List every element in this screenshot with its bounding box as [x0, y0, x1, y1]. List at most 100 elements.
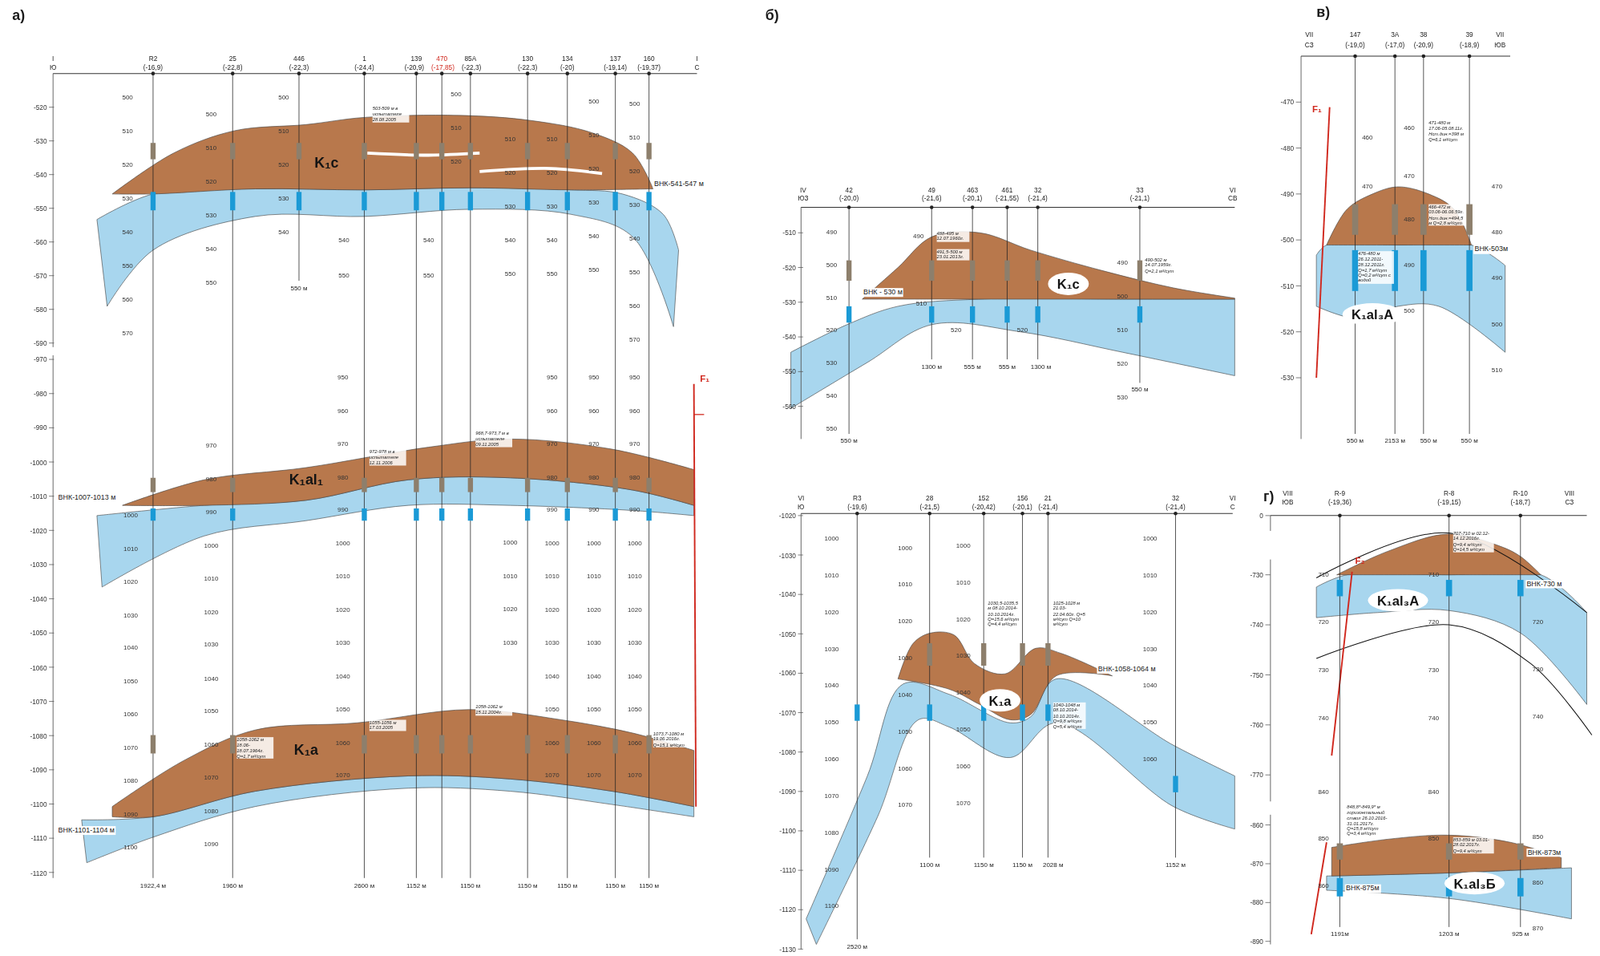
well-head — [1138, 205, 1143, 210]
depth-number: 740 — [1317, 715, 1329, 723]
depth-number: 520 — [588, 165, 599, 174]
depth-number: 860 — [1317, 882, 1329, 890]
test-interval — [969, 260, 975, 281]
depth-number: 1050 — [824, 719, 840, 727]
depth-number: 740 — [1532, 712, 1544, 720]
profile-line — [1301, 56, 1511, 57]
test-interval — [413, 477, 419, 493]
well-header: 85А — [464, 54, 477, 62]
test-interval — [525, 477, 530, 493]
well-header: 28 — [925, 494, 934, 502]
well-head — [970, 205, 975, 210]
well-trace — [931, 206, 933, 360]
test-interval — [612, 191, 618, 211]
depth-number: 1030 — [204, 641, 219, 649]
depth-number: 1020 — [545, 606, 560, 614]
depth-number: 1030 — [123, 611, 138, 619]
depth-number: 1000 — [503, 539, 518, 547]
depth-number: 530 — [121, 195, 133, 203]
depth-axis — [1269, 559, 1271, 802]
well-header: 461 — [1002, 185, 1014, 194]
depth-number: 510 — [826, 294, 837, 302]
depth-number: 480 — [1403, 215, 1415, 223]
test-interval — [969, 306, 975, 323]
axis-label: -1050 — [29, 629, 47, 637]
depth-number: 1040 — [586, 672, 602, 680]
axis-tick — [797, 633, 803, 635]
depth-number: 1030 — [824, 645, 840, 653]
well-header: (-21,4) — [1027, 193, 1047, 202]
test-interval — [1446, 842, 1453, 859]
depth-number: 530 — [826, 359, 837, 368]
well-depth: 1150 м — [638, 882, 659, 890]
well-header: (-22,3) — [289, 63, 309, 71]
formation-label: K₁al₁ — [289, 472, 324, 489]
well-head — [1422, 54, 1427, 59]
depth-number: 530 — [278, 195, 289, 203]
axis-tick — [1296, 239, 1302, 241]
depth-number: 560 — [629, 302, 640, 310]
depth-number: 550 — [338, 271, 349, 279]
well-head — [414, 71, 419, 76]
test-interval — [1517, 579, 1524, 596]
test-note: 466-472 м 03.06-06.06.59г. Нст.дин.=494,… — [1428, 204, 1465, 227]
well-trace — [1339, 515, 1341, 927]
axis-tick — [1265, 774, 1271, 776]
depth-number: 1050 — [123, 677, 138, 685]
axis-label: -1040 — [29, 594, 47, 603]
depth-number: 850 — [1428, 835, 1439, 843]
depth-number: 710 — [1317, 570, 1329, 578]
well-depth: 550 м — [1346, 437, 1364, 445]
test-interval — [361, 142, 367, 159]
test-interval — [1337, 877, 1344, 897]
formation-label: K₁c — [314, 155, 339, 172]
depth-number: 1060 — [1143, 755, 1158, 764]
formation-label: K₁a — [294, 742, 319, 759]
test-interval — [1352, 204, 1359, 235]
axis-tick — [1265, 862, 1271, 864]
depth-number: 1070 — [204, 774, 219, 782]
depth-number: 550 — [505, 270, 516, 279]
layer-boundary — [1316, 624, 1592, 736]
test-note: 1073,7-1080 м 19.06.2016г. Q=15,1 м³/сут — [653, 730, 691, 747]
axis-tick — [1296, 147, 1302, 149]
well-header: (-20) — [560, 63, 574, 71]
well-header: 147 — [1349, 31, 1362, 39]
well-header: IV — [800, 185, 807, 194]
axis-label: -750 — [1249, 670, 1264, 679]
axis-tick — [797, 371, 803, 372]
depth-number: 870 — [1532, 925, 1544, 933]
depth-number: 510 — [1491, 367, 1503, 375]
axis-tick — [1265, 573, 1271, 575]
axis-tick — [48, 392, 54, 394]
well-header: (-19,6) — [847, 502, 867, 510]
depth-number: 970 — [206, 442, 217, 450]
depth-number: 1010 — [123, 545, 138, 553]
test-interval — [1446, 579, 1453, 596]
well-head — [151, 71, 156, 76]
test-interval — [981, 642, 986, 666]
depth-number: 1020 — [586, 606, 602, 614]
well-depth: 550 м — [1461, 437, 1479, 445]
depth-number: 1020 — [1143, 608, 1158, 616]
axis-label: -570 — [33, 271, 48, 279]
depth-number: 1050 — [897, 727, 913, 736]
test-interval — [413, 191, 419, 211]
oil-layer — [1326, 186, 1472, 246]
depth-number: 1040 — [956, 689, 971, 697]
fault-line — [1331, 571, 1352, 756]
well-depth: 2520 м — [847, 943, 869, 951]
depth-axis — [1269, 515, 1271, 531]
depth-number: 510 — [121, 128, 133, 136]
depth-number: 540 — [206, 245, 217, 253]
axis-tick — [797, 751, 803, 752]
axis-tick — [797, 869, 803, 871]
depth-axis — [1269, 814, 1271, 945]
depth-number: 1070 — [956, 799, 971, 807]
well-depth: 1203 м — [1438, 929, 1460, 938]
water-layer — [96, 187, 679, 327]
depth-number: 540 — [826, 392, 837, 400]
axis-tick — [48, 106, 54, 108]
depth-number: 710 — [1428, 570, 1439, 578]
test-interval — [1004, 260, 1010, 281]
